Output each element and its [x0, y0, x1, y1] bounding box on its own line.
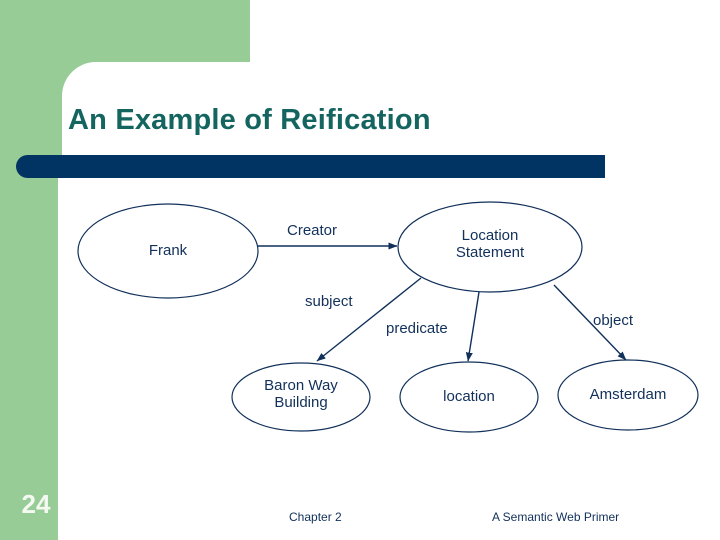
edge-object-arrow: [553, 284, 627, 361]
node-location: [399, 361, 539, 433]
edge-subject-arrow: [316, 277, 422, 362]
diagram-nodes: [77, 201, 699, 433]
node-amsterdam: [557, 359, 699, 431]
edge-predicate-arrow: [465, 291, 480, 362]
page-title: An Example of Reification: [68, 104, 431, 136]
footer-book-title: A Semantic Web Primer: [492, 510, 620, 524]
footer-chapter: Chapter 2: [289, 510, 342, 524]
node-baron-way-building: [231, 362, 371, 432]
white-content-panel: [62, 62, 720, 540]
green-left-strip: [0, 0, 58, 540]
node-location-statement: [397, 201, 583, 293]
node-frank: [77, 203, 259, 299]
title-underline-bar: [16, 155, 605, 178]
diagram-edges: [258, 242, 627, 362]
page-number: 24: [21, 489, 51, 519]
